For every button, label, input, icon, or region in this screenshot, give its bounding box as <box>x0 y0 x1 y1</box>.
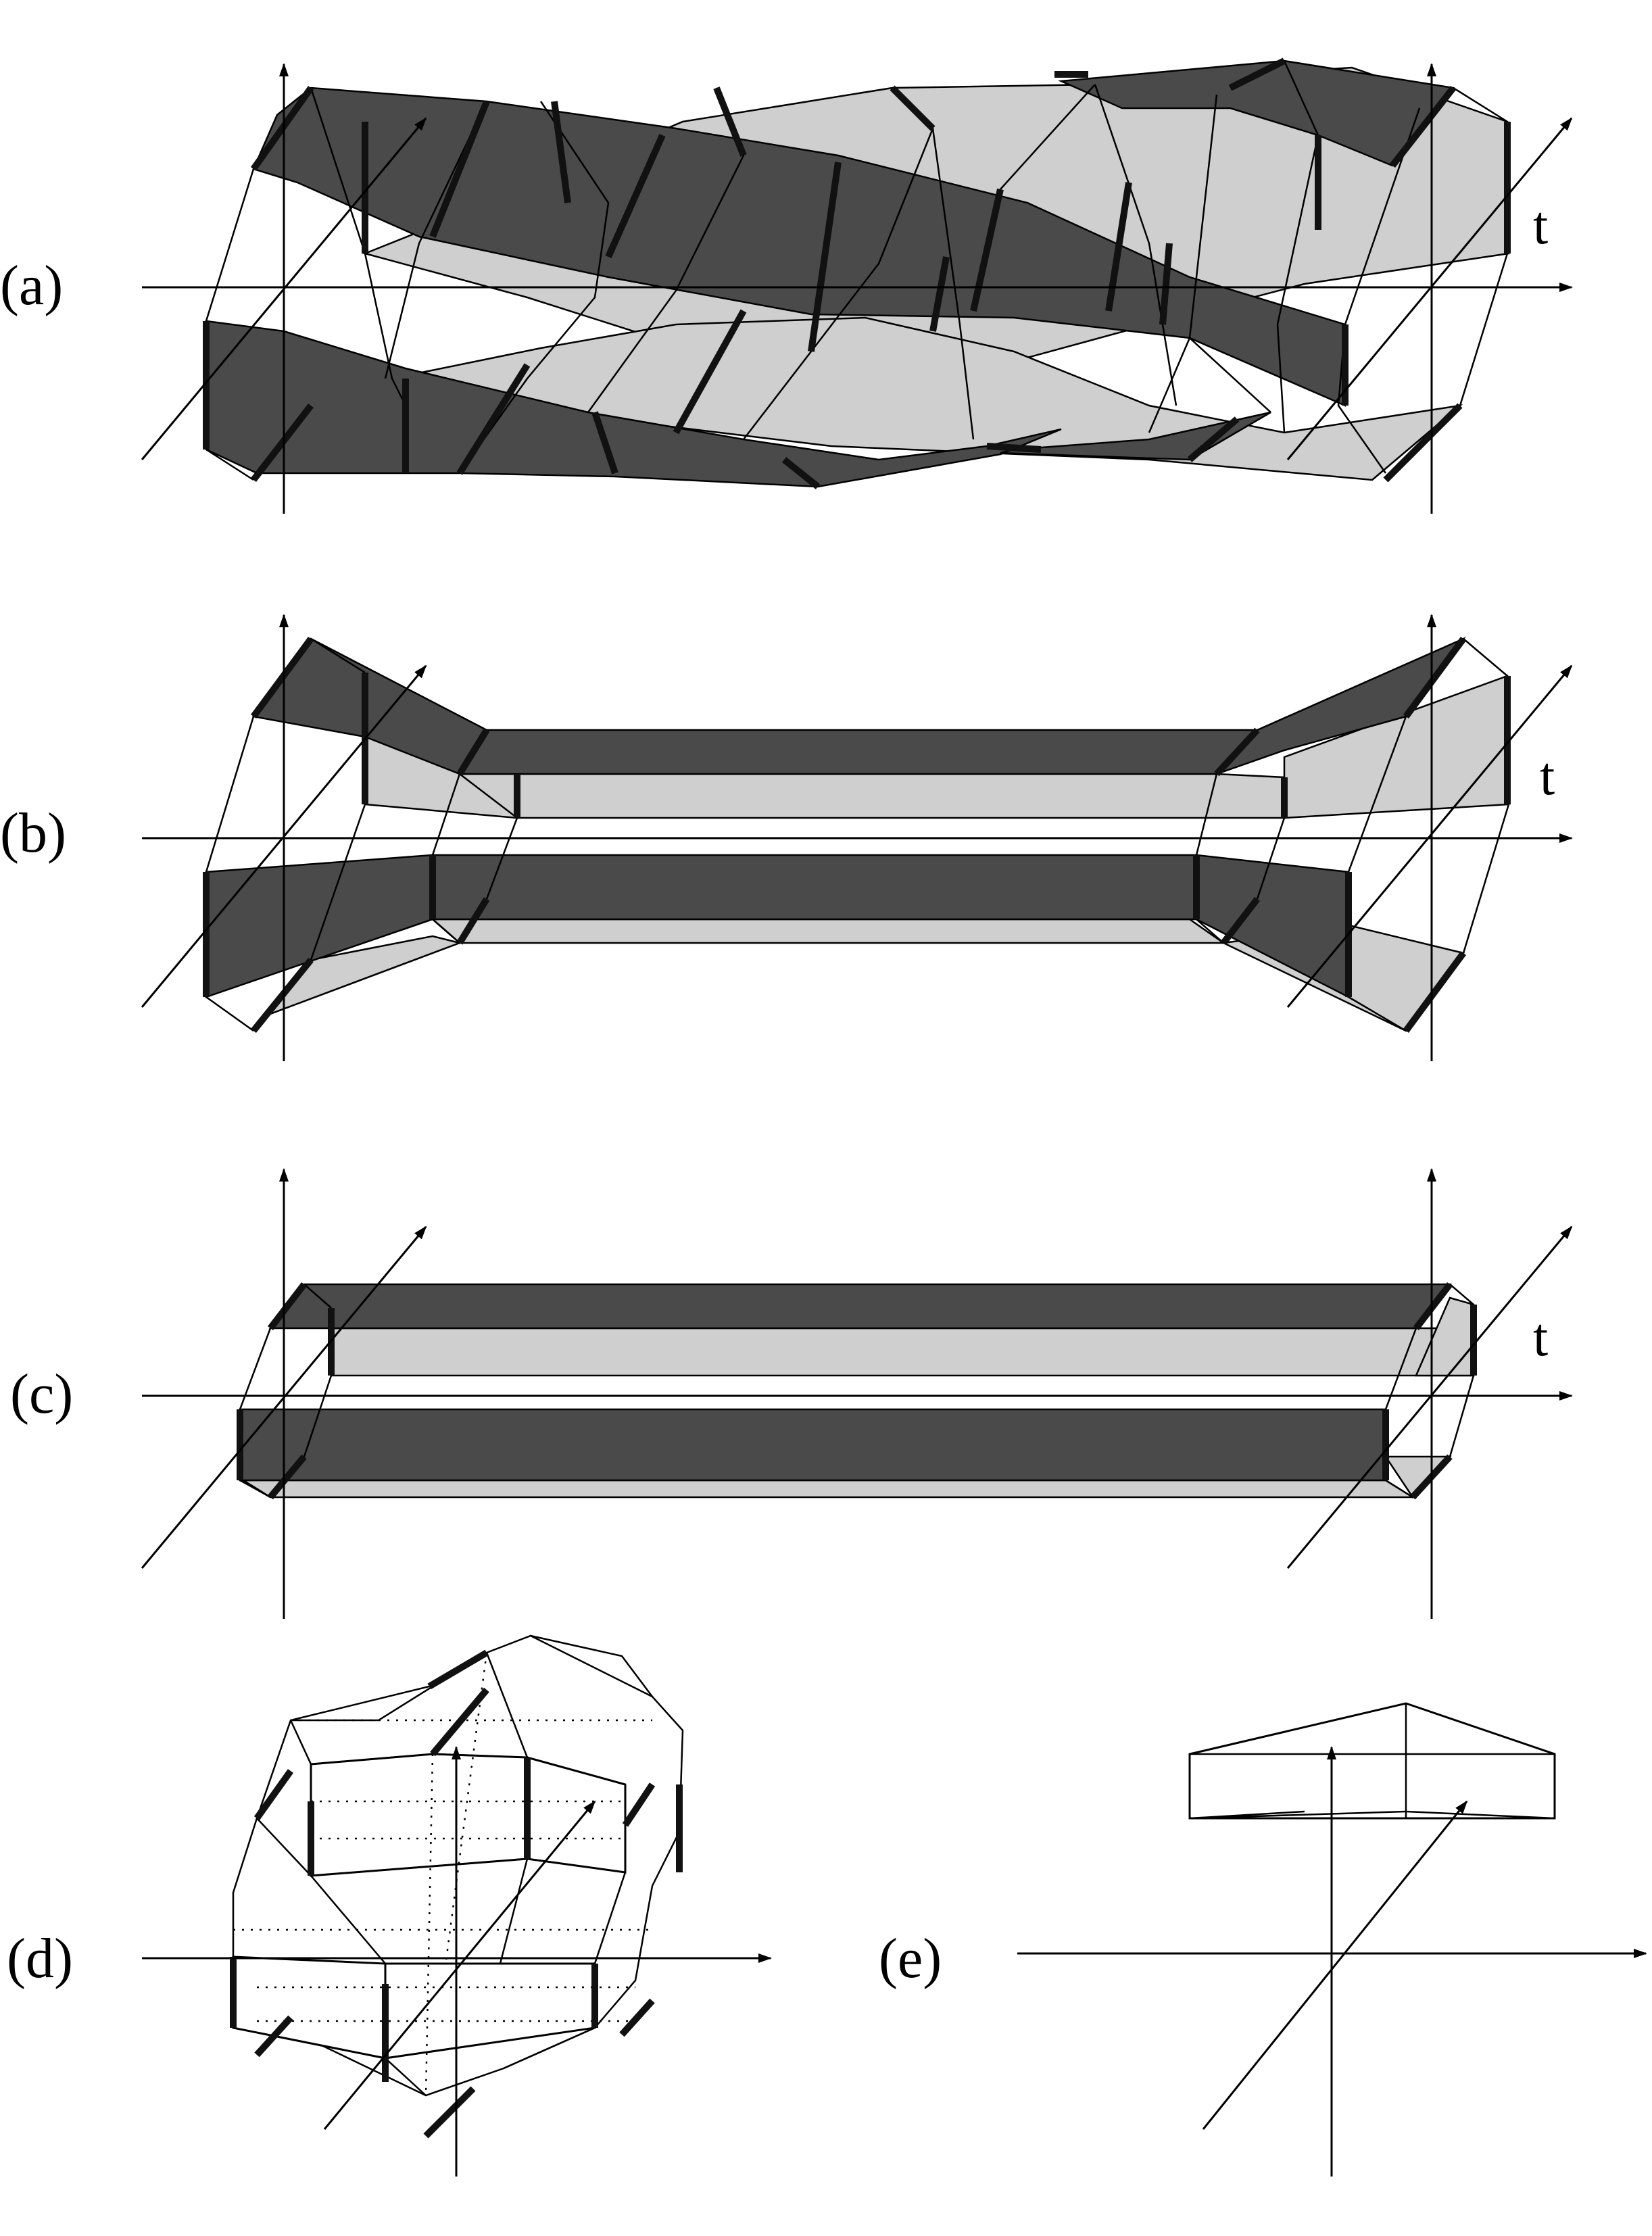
panel-c-axes <box>141 1168 1573 1619</box>
panel-a-label: (a) <box>0 254 63 317</box>
panel-b-bold-segments <box>203 637 1511 1034</box>
panel-b-label: (b) <box>0 802 66 865</box>
panel-a-t-label: t <box>1533 196 1548 256</box>
panel-a-dark-ribbon-lower <box>205 320 1062 488</box>
panel-b-lower-dark-bar <box>431 854 1198 921</box>
panel-c-upper-dark-bar <box>268 1283 1452 1330</box>
panel-a-right-diagonal-axis-arrow <box>1286 117 1573 460</box>
panel-d-label: (d) <box>7 1927 73 1990</box>
panel-b-upper-dark-bar <box>458 729 1259 775</box>
panel-b-left-diagonal-axis-arrow <box>141 664 427 1008</box>
panel-d-dotted-lines <box>233 1652 652 2096</box>
panel-e: (e) <box>879 1702 1647 2177</box>
panel-b-right-diagonal-axis-arrow <box>1286 664 1573 1008</box>
panel-b-upper-light-bar <box>457 773 1286 819</box>
panel-d-diagonal-axis-arrow <box>323 1800 596 2130</box>
panel-a-dark-ribbon-top-right <box>1058 59 1455 167</box>
panel-c-right-diagonal-axis-arrow <box>1286 1225 1573 1569</box>
panel-c: (c) t <box>10 1168 1573 1619</box>
panel-a: (a) t <box>0 57 1573 514</box>
panel-d-inner-edges <box>256 1652 627 2096</box>
panel-b-lower-light-bar <box>430 918 1226 944</box>
panel-d: (d) <box>7 1634 772 2177</box>
panel-e-prism <box>1188 1702 1556 1820</box>
panel-c-label: (c) <box>10 1363 73 1426</box>
panel-e-axes <box>1017 1746 1647 2177</box>
panel-a-bold-segments <box>203 57 1511 489</box>
panel-e-diagonal-axis-arrow <box>1202 1800 1468 2130</box>
panel-d-lower-slab-right <box>384 1962 596 2060</box>
panel-d-axes <box>142 1746 772 2177</box>
panel-d-lower-slab <box>232 1955 387 2060</box>
panel-d-bold-segments <box>230 1649 683 2139</box>
panel-b-t-label: t <box>1540 747 1555 806</box>
panel-c-lower-light-bar <box>240 1479 1416 1499</box>
panel-c-left-diagonal-axis-arrow <box>141 1225 427 1569</box>
panel-e-label: (e) <box>879 1927 942 1990</box>
panel-b-axes <box>141 614 1573 1061</box>
panel-a-left-diagonal-axis-arrow <box>141 117 427 460</box>
panel-b-lower-dark-right <box>1195 854 1350 999</box>
panel-c-upper-light-bar <box>330 1327 1475 1377</box>
panel-c-t-label: t <box>1533 1308 1548 1367</box>
panel-c-lower-dark-bar <box>239 1408 1387 1482</box>
panel-b: (b) t <box>0 614 1573 1061</box>
panel-a-axes <box>141 63 1573 514</box>
